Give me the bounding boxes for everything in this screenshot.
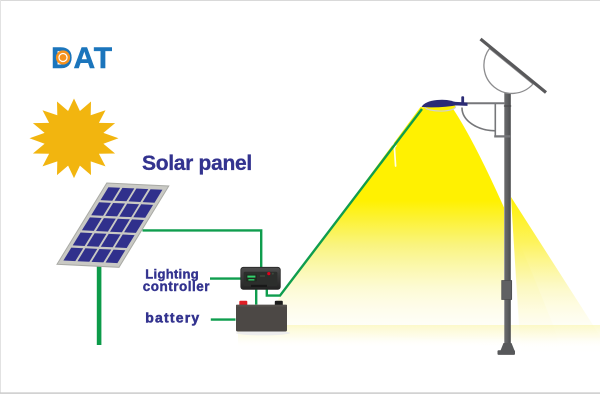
svg-text:battery: battery xyxy=(145,310,200,326)
svg-text:controller: controller xyxy=(143,279,211,294)
svg-text:Lighting: Lighting xyxy=(145,267,199,282)
svg-text:Solar panel: Solar panel xyxy=(142,152,252,175)
